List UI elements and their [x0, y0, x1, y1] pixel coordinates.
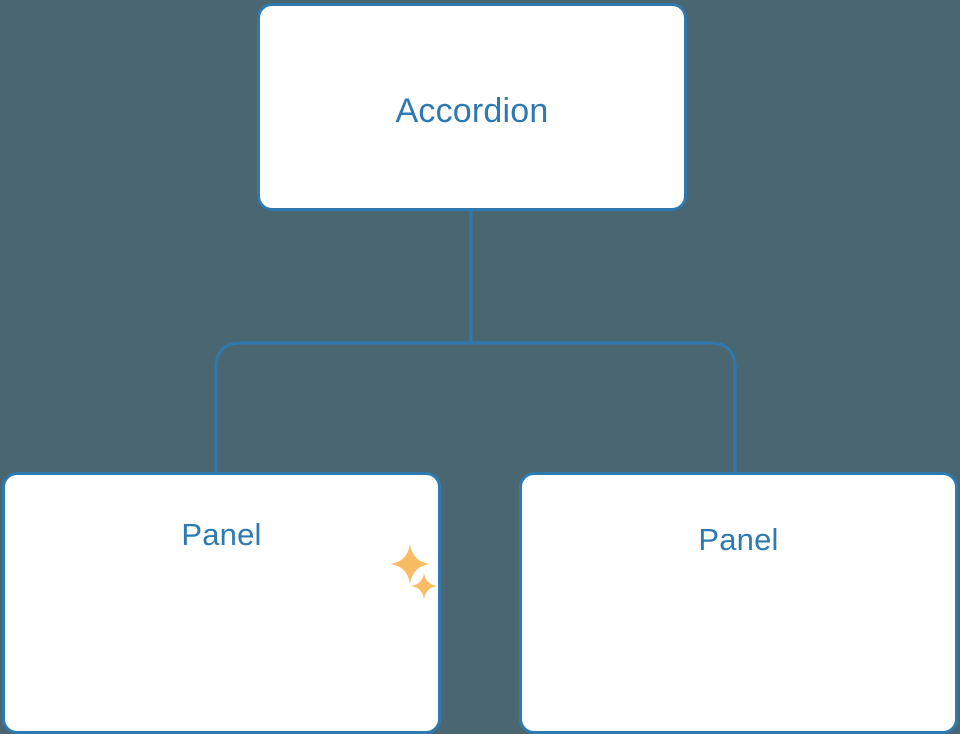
node-panel-inactive[interactable]: Panel [519, 472, 958, 734]
node-panel-active-title: Panel [181, 517, 262, 552]
connector-branch-right [471, 341, 737, 474]
node-panel-active[interactable]: Panel [2, 472, 441, 734]
node-accordion[interactable]: Accordion [257, 3, 687, 211]
node-panel-inactive-title: Panel [698, 522, 779, 557]
node-accordion-title: Accordion [395, 92, 549, 130]
connector-branch-left [214, 341, 471, 474]
